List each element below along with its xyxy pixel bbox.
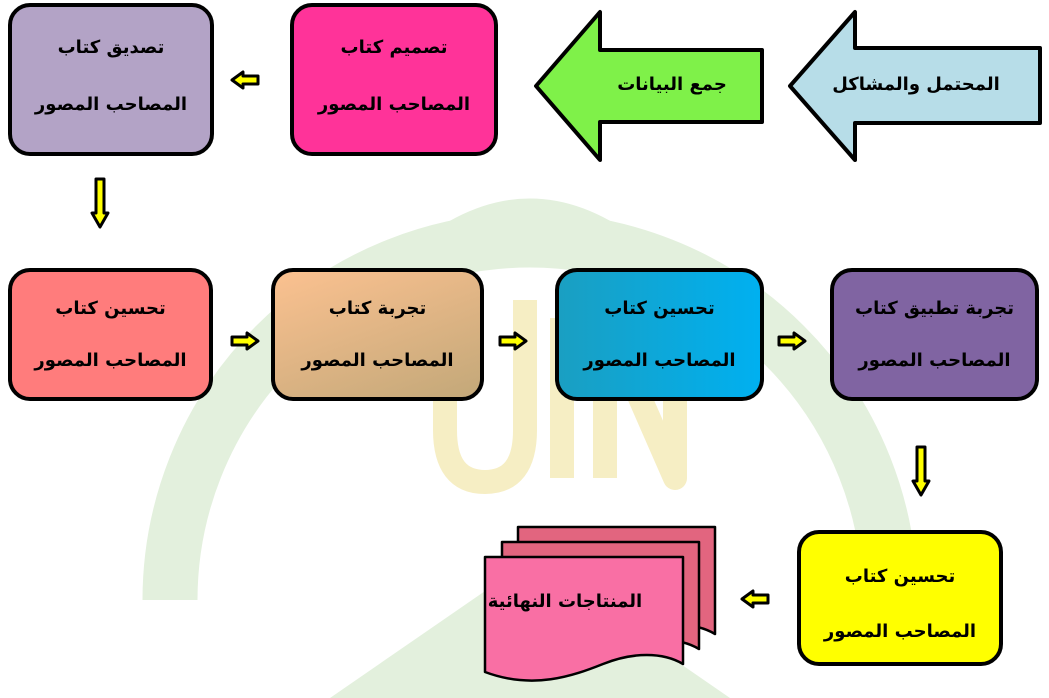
node-validation: تصديق كتاب المصاحب المصور bbox=[8, 3, 214, 156]
node-revision-2-line2: المصاحب المصور bbox=[583, 349, 736, 371]
arrow-right-icon bbox=[498, 331, 528, 351]
node-validation-line2: المصاحب المصور bbox=[34, 94, 188, 115]
final-products-label: المنتاجات النهائية bbox=[487, 591, 643, 612]
node-trial-line1: تجربة كتاب bbox=[328, 297, 427, 319]
node-revision-1-line2: المصاحب المصور bbox=[34, 349, 187, 371]
node-revision-3-line1: تحسين كتاب bbox=[844, 565, 956, 587]
arrow-down-icon bbox=[90, 177, 110, 229]
arrow-right-icon bbox=[777, 331, 807, 351]
node-revision-2: تحسين كتاب المصاحب المصور bbox=[555, 268, 764, 401]
arrow-right-icon bbox=[230, 331, 260, 351]
document-sheet-front bbox=[483, 555, 685, 682]
node-trial-line2: المصاحب المصور bbox=[301, 349, 454, 371]
arrow-down-icon bbox=[911, 445, 931, 497]
node-design-line1: تصميم كتاب bbox=[340, 37, 448, 58]
node-revision-3-line2: المصاحب المصور bbox=[823, 620, 977, 642]
node-revision-2-line1: تحسين كتاب bbox=[604, 297, 715, 319]
node-application-trial-line1: تجربة تطبيق كتاب bbox=[855, 297, 1015, 319]
arrow-left-icon bbox=[230, 70, 260, 90]
node-revision-1-line1: تحسين كتاب bbox=[55, 297, 166, 319]
node-trial: تجربة كتاب المصاحب المصور bbox=[271, 268, 484, 401]
arrow-left-icon bbox=[740, 589, 770, 609]
node-revision-1: تحسين كتاب المصاحب المصور bbox=[8, 268, 213, 401]
node-design-line2: المصاحب المصور bbox=[317, 94, 471, 115]
node-application-trial-line2: المصاحب المصور bbox=[858, 349, 1011, 371]
data-collection-label: جمع البيانات bbox=[617, 74, 727, 95]
final-products-multidocument bbox=[483, 525, 717, 682]
node-validation-line1: تصديق كتاب bbox=[57, 37, 165, 58]
node-application-trial: تجربة تطبيق كتاب المصاحب المصور bbox=[830, 268, 1039, 401]
node-design: تصميم كتاب المصاحب المصور bbox=[290, 3, 498, 156]
node-revision-3: تحسين كتاب المصاحب المصور bbox=[797, 530, 1003, 666]
potential-problems-arrow bbox=[788, 10, 1042, 162]
potential-problems-label: المحتمل والمشاكل bbox=[832, 74, 1000, 95]
data-collection-arrow bbox=[534, 10, 764, 162]
